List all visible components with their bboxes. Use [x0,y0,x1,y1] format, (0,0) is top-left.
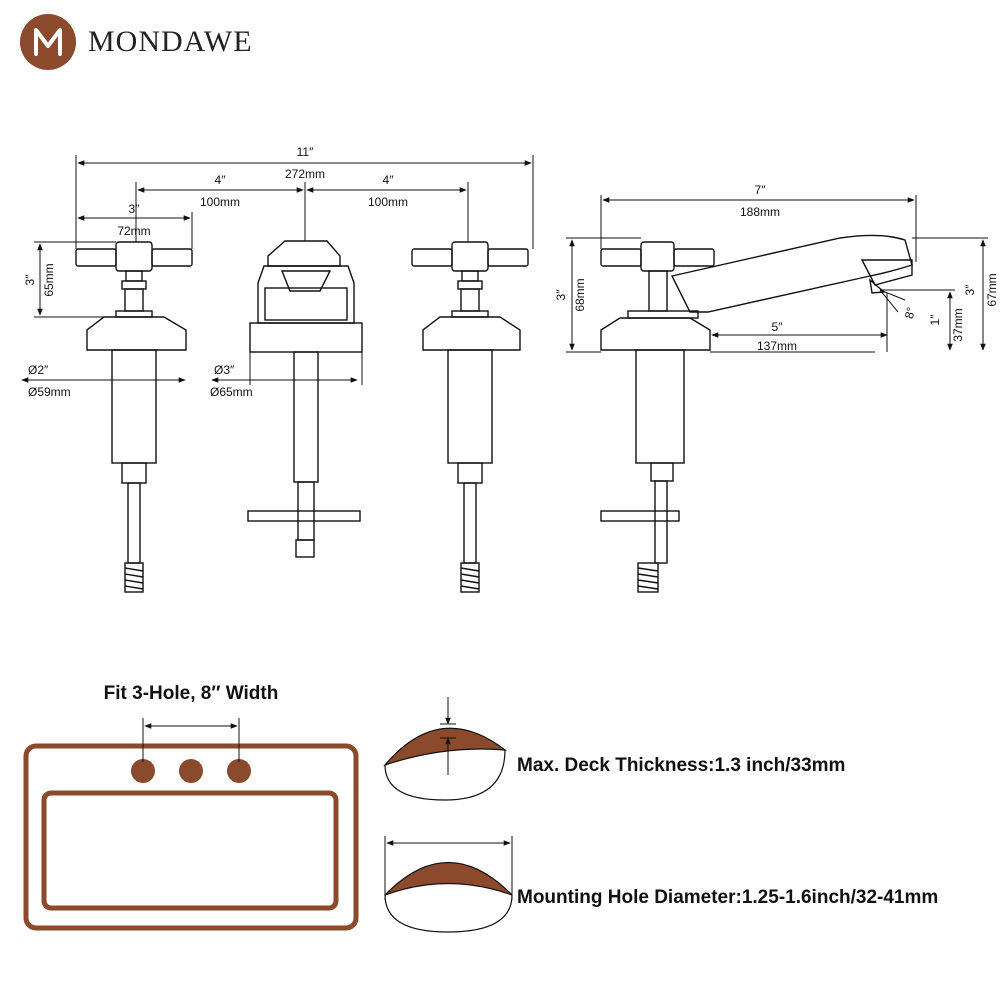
hole-diameter-diagram: Mounting Hole Diameter:1.25-1.6inch/32-4… [384,836,938,933]
mounting-hole-right [227,759,251,783]
aerator-height-inch: 1″ [928,314,942,326]
side-length-inch: 7″ [755,183,767,197]
side-height-mm: 68mm [573,278,587,311]
handle-base-mm: Ø59mm [28,385,71,399]
total-width-inch: 11″ [297,145,314,159]
spout-height-inch: 3″ [963,284,977,296]
fit-hole-label: Fit 3-Hole, 8″ Width [104,683,279,704]
handle-height-mm: 65mm [42,263,56,296]
center-spout-drawing [247,240,363,558]
left-spacing-inch: 4″ [215,173,227,187]
spray-angle: 8° [902,305,919,320]
handle-base-inch: Ø2″ [28,363,49,377]
sink-outline [23,743,359,931]
handle-width-inch: 3″ [129,202,141,216]
total-width-mm: 272mm [285,167,325,181]
mounting-hole-center [179,759,203,783]
handle-width-mm: 72mm [117,224,150,238]
dimension-lines [21,155,988,385]
deck-thickness-diagram: Max. Deck Thickness:1.3 inch/33mm [383,697,845,801]
spout-base-inch: Ø3″ [214,363,235,377]
deck-section [383,727,507,767]
mounting-hole-left [131,759,155,783]
side-view-drawing [600,234,913,593]
hole-diameter-label: Mounting Hole Diameter:1.25-1.6inch/32-4… [517,887,938,908]
brand-logo-icon [20,14,76,70]
spout-height-mm: 67mm [985,273,999,306]
aerator-height-mm: 37mm [951,308,965,341]
deck-thickness-label: Max. Deck Thickness:1.3 inch/33mm [517,755,845,776]
spout-reach-inch: 5″ [772,320,784,334]
sink-basin [41,790,339,911]
spout-reach-mm: 137mm [757,339,797,353]
sink-diagram: Fit 3-Hole, 8″ Width [23,683,359,931]
side-height-inch: 3″ [554,289,568,301]
side-length-mm: 188mm [740,205,780,219]
right-spacing-mm: 100mm [368,195,408,209]
left-spacing-mm: 100mm [200,195,240,209]
left-handle-drawing [75,241,193,593]
spout-base-mm: Ø65mm [210,385,253,399]
brand-name: MONDAWE [88,25,253,58]
dimension-labels: 11″ 272mm 4″ 100mm 4″ 100mm 3″ 72mm 3″ 6… [23,145,999,399]
right-spacing-inch: 4″ [383,173,395,187]
handle-height-inch: 3″ [23,274,37,286]
hole-section [384,862,513,896]
brand-header: MONDAWE [20,14,253,70]
right-handle-drawing [411,241,529,593]
